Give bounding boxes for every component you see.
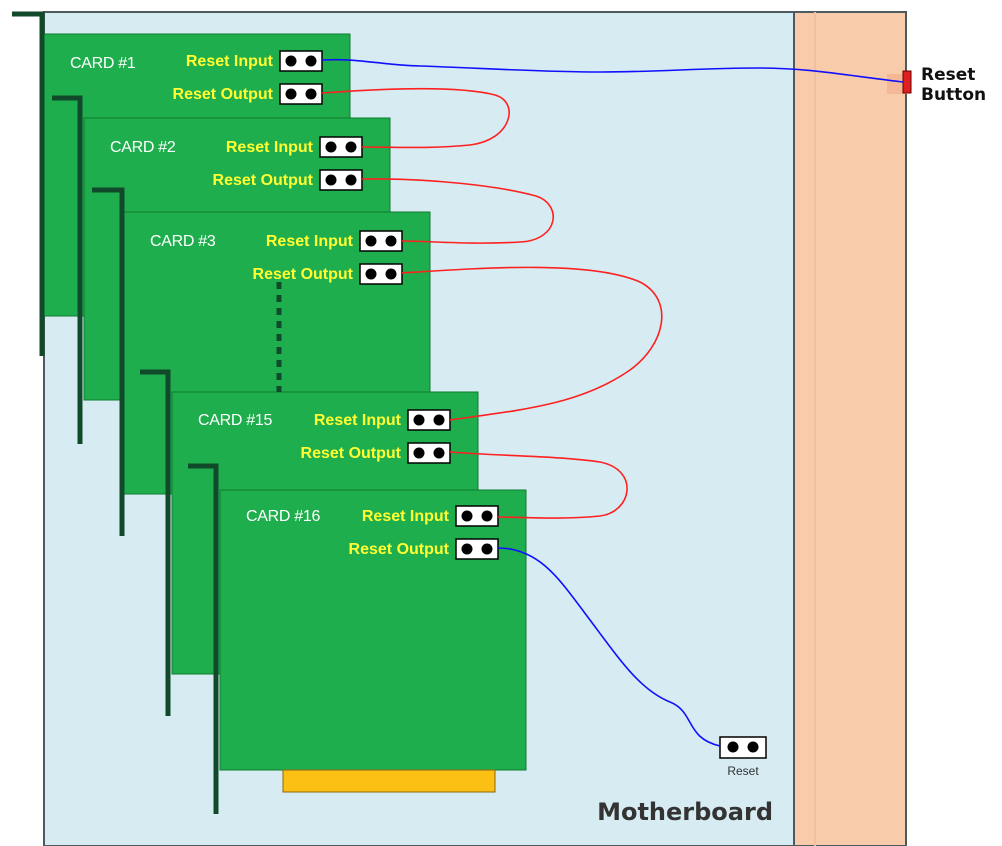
card-3-output-label: Reset Output bbox=[253, 266, 354, 283]
card-16-label: CARD #16 bbox=[246, 508, 320, 525]
motherboard-label: Motherboard bbox=[597, 798, 773, 826]
card-3-input-label: Reset Input bbox=[266, 233, 354, 250]
card-1-label: CARD #1 bbox=[70, 55, 136, 72]
card-1-output-label: Reset Output bbox=[173, 86, 274, 103]
motherboard-reset-label: Reset bbox=[727, 764, 759, 778]
card-3-input-header bbox=[359, 230, 403, 252]
card-16-bracket bbox=[188, 463, 219, 814]
card-15-output-label: Reset Output bbox=[301, 445, 402, 462]
reset-button-label-line1: Reset bbox=[921, 65, 975, 85]
card-2-output-label: Reset Output bbox=[213, 172, 314, 189]
card-15-label: CARD #15 bbox=[198, 412, 272, 429]
wire-button-to-card-1-input bbox=[321, 58, 904, 83]
wire-card-3-output-to-card-15-input bbox=[401, 266, 663, 421]
card-2-input-header bbox=[319, 136, 363, 158]
card-15-input-label: Reset Input bbox=[314, 412, 402, 429]
card-2-label: CARD #2 bbox=[110, 139, 176, 156]
reset-button bbox=[902, 70, 912, 94]
card-16-edge-connector bbox=[282, 769, 496, 793]
wire-card-2-output-to-card-3-input bbox=[361, 178, 554, 244]
card-3-label: CARD #3 bbox=[150, 233, 216, 250]
card-15-input-header bbox=[407, 409, 451, 431]
reset-button-label-line2: Button bbox=[921, 85, 986, 105]
card-15-output-header bbox=[407, 442, 451, 464]
wire-card-15-output-to-card-16-input bbox=[449, 451, 628, 519]
card-2-output-header bbox=[319, 169, 363, 191]
card-2-input-label: Reset Input bbox=[226, 139, 314, 156]
card-15-bracket bbox=[140, 369, 171, 716]
wire-card-16-output-to-motherboard-reset bbox=[497, 547, 721, 747]
wire-card-1-output-to-card-2-input bbox=[321, 87, 510, 149]
card-1-output-header bbox=[279, 83, 323, 105]
card-16 bbox=[188, 463, 527, 814]
card-16-output-label: Reset Output bbox=[349, 541, 450, 558]
motherboard-reset-header bbox=[719, 736, 767, 759]
card-16-output-header bbox=[455, 538, 499, 560]
card-16-input-header bbox=[455, 505, 499, 527]
case-panel bbox=[793, 11, 907, 846]
card-1-bracket bbox=[12, 11, 45, 356]
card-16-board bbox=[219, 489, 527, 771]
card-16-input-label: Reset Input bbox=[362, 508, 450, 525]
card-1-input-label: Reset Input bbox=[186, 53, 274, 70]
card-1-input-header bbox=[279, 50, 323, 72]
reset-button-mount bbox=[887, 74, 907, 94]
card-3-bracket bbox=[92, 187, 125, 536]
card-2-bracket bbox=[52, 95, 83, 444]
card-3-output-header bbox=[359, 263, 403, 285]
